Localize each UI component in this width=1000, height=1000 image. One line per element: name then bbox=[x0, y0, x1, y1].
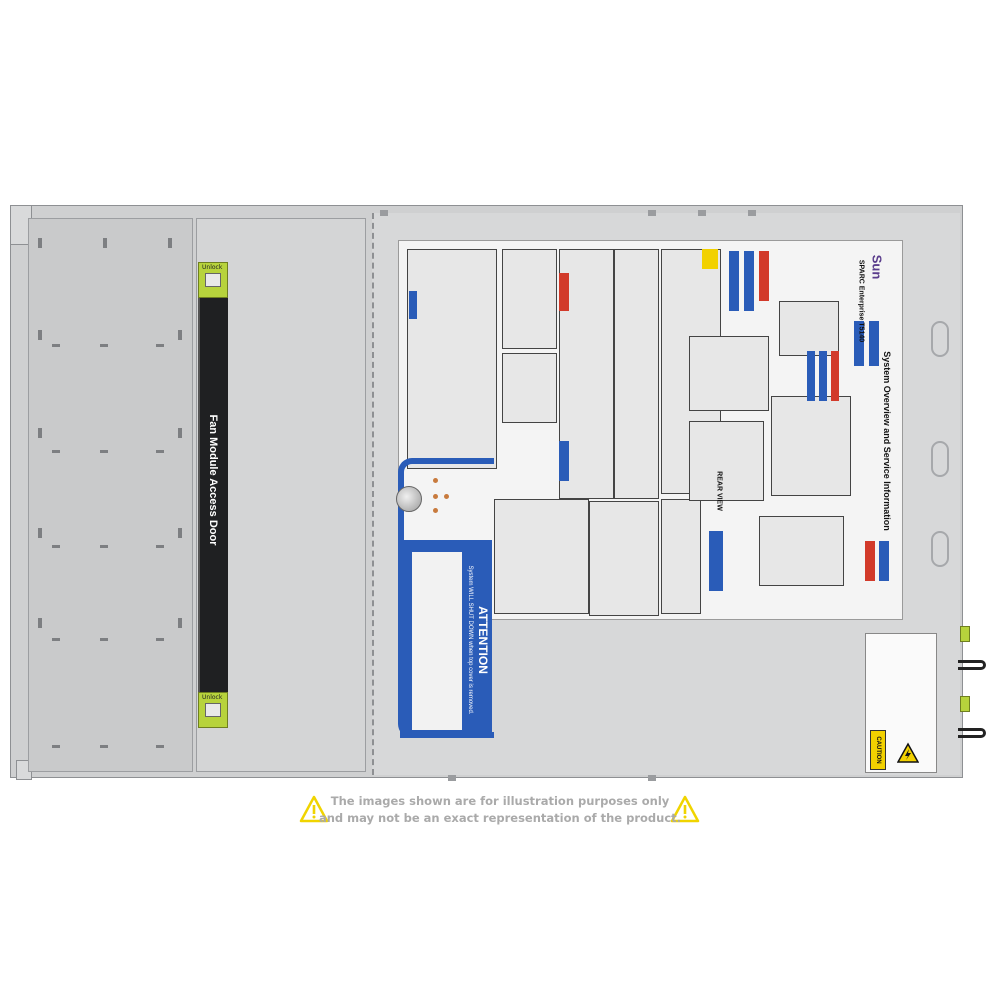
disclaimer-line-1: The images shown are for illustration pu… bbox=[330, 794, 670, 808]
drive-bay-slots bbox=[28, 218, 193, 772]
disclaimer: The images shown are for illustration pu… bbox=[0, 793, 1000, 827]
status-led bbox=[433, 508, 438, 513]
attention-text: System WILL SHUT DOWN when top cover is … bbox=[467, 565, 473, 715]
status-led bbox=[444, 494, 449, 499]
status-led bbox=[433, 494, 438, 499]
brand-label: Sun bbox=[869, 254, 885, 280]
overview-title: System Overview and Service Information bbox=[882, 351, 892, 531]
caution-text: CAUTION bbox=[875, 736, 881, 764]
attention-diagram bbox=[412, 552, 462, 730]
rear-handle-top bbox=[958, 660, 986, 670]
power-button bbox=[396, 486, 422, 512]
electric-hazard-icon bbox=[897, 742, 919, 763]
server-image: Fan Module Access Door Unlock Unlock bbox=[10, 205, 986, 781]
rear-view-label: REAR VIEW bbox=[715, 471, 723, 511]
disclaimer-line-2: and may not be an exact representation o… bbox=[318, 811, 682, 825]
model-label: SPARC Enterprise T5140 bbox=[857, 259, 865, 343]
status-led bbox=[433, 478, 438, 483]
fan-door-latch-top: Unlock bbox=[198, 262, 228, 298]
fan-module-access-door bbox=[198, 265, 228, 695]
warning-triangle-icon bbox=[670, 795, 700, 823]
latch-label: Unlock bbox=[202, 264, 223, 271]
fan-door-latch-bottom: Unlock bbox=[198, 692, 228, 728]
rear-handle-bottom bbox=[958, 728, 986, 738]
latch-label: Unlock bbox=[202, 694, 223, 701]
fan-door-label: Fan Module Access Door bbox=[207, 414, 219, 546]
drive-bay-area bbox=[28, 218, 193, 772]
attention-title: ATTENTION bbox=[476, 606, 490, 674]
caution-yellow-strip bbox=[870, 730, 886, 770]
warning-triangle-icon bbox=[299, 795, 329, 823]
